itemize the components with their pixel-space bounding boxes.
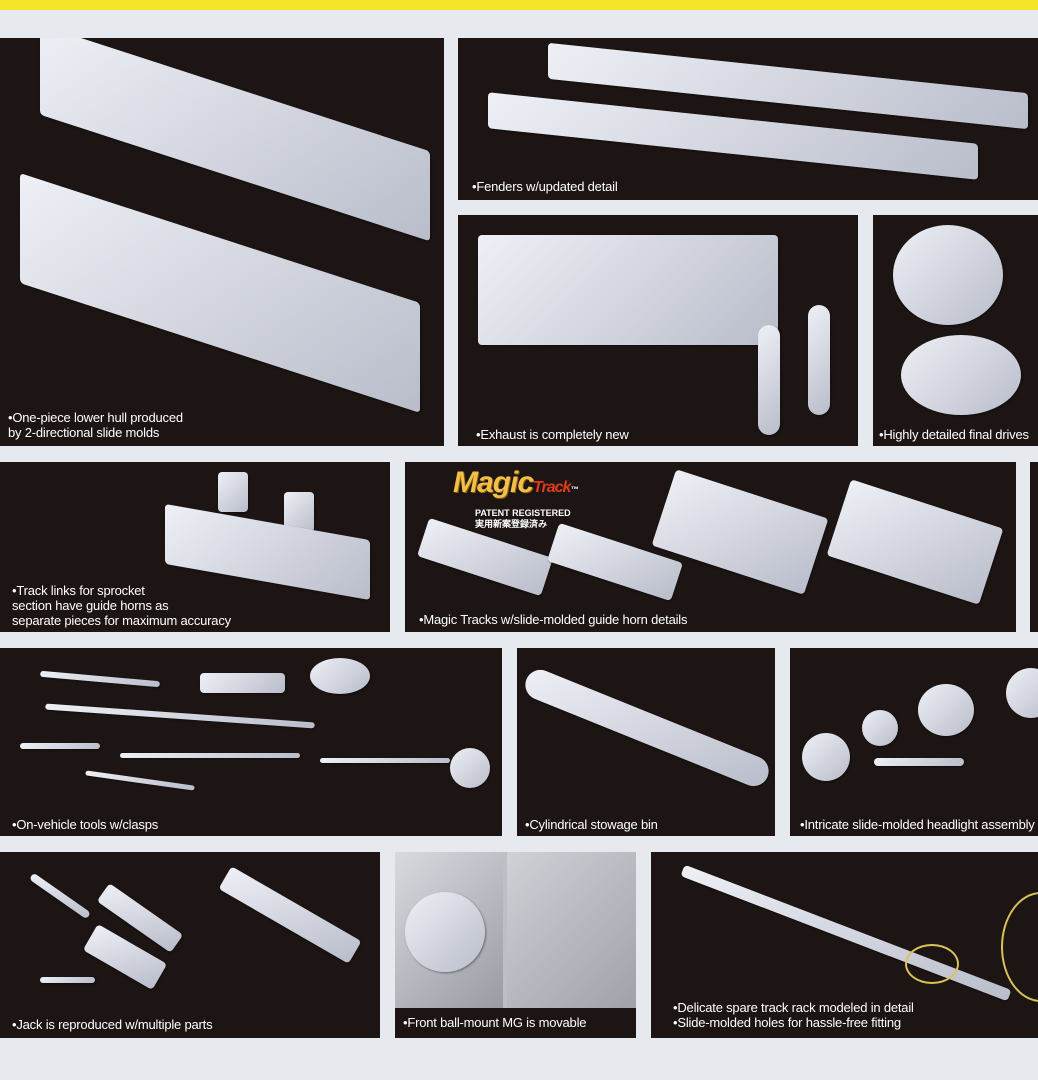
caption-track-links: •Track links for sprocket section have g…	[12, 583, 231, 628]
caption-jack: •Jack is reproduced w/multiple parts	[12, 1017, 213, 1032]
caption-exhaust: •Exhaust is completely new	[476, 427, 629, 442]
headlight-part	[802, 733, 850, 781]
panel-track-links: •Track links for sprocket section have g…	[0, 462, 390, 632]
mg-caption-bar	[395, 1008, 636, 1038]
panel-jack: •Jack is reproduced w/multiple parts	[0, 852, 380, 1038]
panel-headlight: •Intricate slide-molded headlight assemb…	[790, 648, 1038, 836]
panel-exhaust: •Exhaust is completely new	[458, 215, 858, 446]
tool-part	[85, 770, 195, 791]
final-drive-part	[893, 225, 1003, 325]
panel-final-drives: •Highly detailed final drives	[873, 215, 1038, 446]
panel-tools: •On-vehicle tools w/clasps	[0, 648, 502, 836]
panel-partial-edge	[1030, 462, 1038, 632]
detail-highlight-circle	[1001, 892, 1038, 1002]
guide-horn	[218, 472, 248, 512]
caption-stowage-bin: •Cylindrical stowage bin	[525, 817, 658, 832]
caption-headlight: •Intricate slide-molded headlight assemb…	[800, 817, 1035, 832]
panel-track-rack: •Delicate spare track rack modeled in de…	[651, 852, 1038, 1038]
headlight-part	[1006, 668, 1038, 718]
ball-mount	[405, 892, 485, 972]
headlight-part	[874, 758, 964, 766]
caption-hull: •One-piece lower hull produced by 2-dire…	[8, 410, 183, 440]
panel-mg: •Front ball-mount MG is movable	[395, 852, 636, 1038]
tool-part	[200, 673, 285, 693]
tool-part	[45, 703, 315, 729]
tool-part	[450, 748, 490, 788]
caption-mg: •Front ball-mount MG is movable	[403, 1015, 587, 1030]
track-rack-bar	[680, 864, 1012, 1002]
box-top-yellow-strip	[0, 0, 1038, 10]
headlight-part	[862, 710, 898, 746]
caption-tools: •On-vehicle tools w/clasps	[12, 817, 159, 832]
exhaust-pipe	[808, 305, 830, 415]
jack-part	[218, 866, 362, 964]
mg-photo-right	[507, 852, 636, 1008]
detail-highlight-circle	[905, 944, 959, 984]
tool-part	[320, 758, 450, 763]
tool-part	[39, 670, 161, 688]
panel-fenders: •Fenders w/updated detail	[458, 38, 1038, 200]
track-link-sample	[826, 479, 1004, 605]
stowage-bin-part	[520, 665, 774, 791]
panel-lower-hull: •One-piece lower hull produced by 2-dire…	[0, 38, 444, 446]
caption-magic-tracks: •Magic Tracks w/slide-molded guide horn …	[419, 612, 688, 627]
headlight-part	[918, 684, 974, 736]
jack-part	[40, 977, 95, 983]
final-drive-part	[901, 335, 1021, 415]
exhaust-plate	[478, 235, 778, 345]
caption-fenders: •Fenders w/updated detail	[472, 179, 618, 194]
tool-part	[120, 753, 300, 758]
caption-final-drives: •Highly detailed final drives	[879, 427, 1029, 442]
panel-stowage-bin: •Cylindrical stowage bin	[517, 648, 775, 836]
jack-part	[29, 872, 91, 920]
tool-part	[20, 743, 100, 749]
tool-part	[310, 658, 370, 694]
caption-track-rack: •Delicate spare track rack modeled in de…	[673, 1000, 914, 1030]
magic-track-logo: MagicTrack™	[453, 466, 578, 499]
exhaust-pipe	[758, 325, 780, 435]
